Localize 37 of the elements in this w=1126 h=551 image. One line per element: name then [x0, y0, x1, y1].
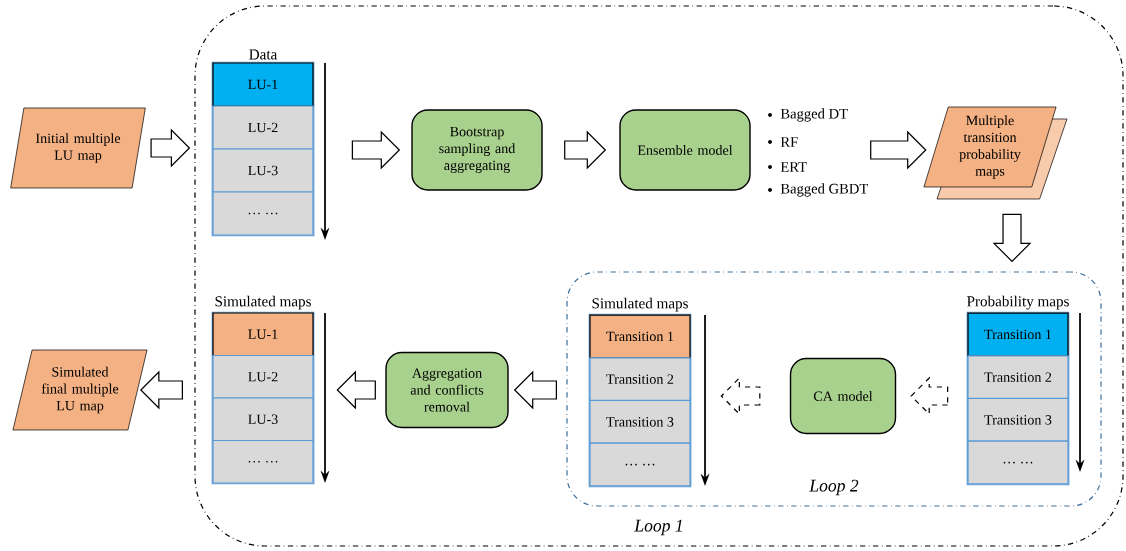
- bullet-item: Bagged GBDT: [768, 183, 868, 197]
- layer-cell: … …: [589, 442, 691, 487]
- block-arrow: [720, 376, 761, 416]
- layer-cell: Transition 3: [967, 397, 1069, 442]
- block-arrow: [992, 213, 1032, 263]
- layer-cell: … …: [212, 191, 314, 236]
- map-parallelogram: Multiple transition probability maps: [923, 106, 1068, 200]
- block-arrow: [140, 370, 183, 410]
- block-arrow: [150, 128, 191, 168]
- layer-cell: LU-2: [212, 354, 314, 399]
- process-box: Bootstrap sampling and aggregating: [411, 109, 543, 191]
- process-box: Aggregation and conflicts removal: [385, 351, 509, 429]
- block-arrow: [564, 130, 607, 170]
- layer-cell: … …: [967, 440, 1069, 485]
- layer-cell: Transition 3: [589, 399, 691, 444]
- layer-cell: LU-1: [212, 312, 314, 357]
- layer-cell: LU-3: [212, 397, 314, 442]
- process-box: Ensemble model: [619, 109, 751, 191]
- block-arrow: [513, 370, 557, 410]
- bullet-item: Bagged DT: [768, 108, 848, 122]
- layer-cell: Transition 2: [589, 357, 691, 402]
- block-arrow: [336, 370, 376, 410]
- layer-cell: … …: [212, 439, 314, 484]
- map-parallelogram: Initial multiple LU map: [10, 107, 146, 189]
- layer-cell: LU-1: [212, 62, 314, 107]
- bullet-item: ERT: [768, 162, 807, 172]
- bullet-item: RF: [768, 137, 798, 147]
- layer-cell: LU-3: [212, 148, 314, 193]
- layer-cell: LU-2: [212, 105, 314, 150]
- process-box: CA model: [789, 357, 897, 435]
- block-arrow: [910, 376, 949, 416]
- layer-cell: Transition 2: [967, 355, 1069, 400]
- block-arrow: [870, 130, 927, 170]
- map-parallelogram: Simulated final multiple LU map: [12, 349, 148, 431]
- block-arrow: [351, 130, 401, 170]
- layer-cell: Transition 1: [589, 314, 691, 359]
- layer-cell: Transition 1: [967, 312, 1069, 357]
